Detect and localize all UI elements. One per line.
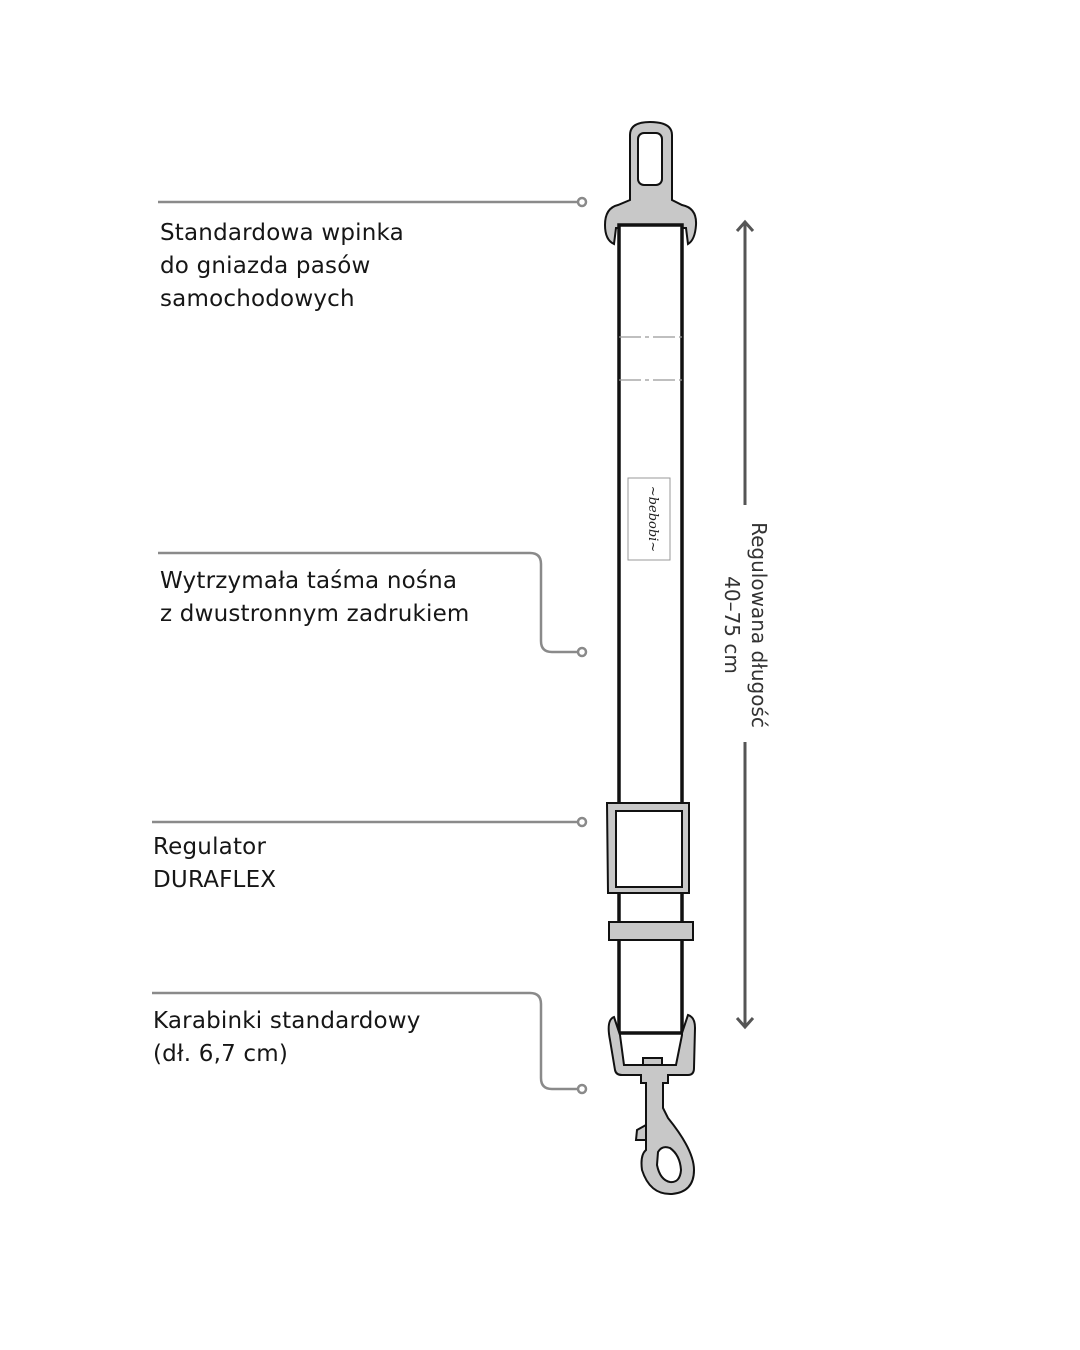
- carabiner: [607, 1013, 697, 1196]
- dimension-arrow: [735, 219, 755, 1030]
- callout-line-carabiner: [152, 991, 578, 1091]
- callout-regulator-label: Regulator DURAFLEX: [153, 831, 276, 897]
- callout-text: (dł. 6,7 cm): [153, 1041, 289, 1067]
- callout-line-strap: [158, 551, 578, 654]
- callout-text: Standardowa wpinka: [160, 220, 404, 246]
- callout-text: samochodowych: [160, 286, 355, 312]
- callout-lines: [152, 196, 588, 1095]
- callout-strap-label: Wytrzymała taśma nośna z dwustronnym zad…: [160, 565, 470, 631]
- brand-logo-tag: [627, 477, 671, 561]
- callout-text: DURAFLEX: [153, 867, 277, 893]
- callout-text: do gniazda pasów: [160, 253, 371, 279]
- callout-text: Karabinki standardowy: [153, 1008, 421, 1034]
- callout-carabiner-label: Karabinki standardowy (dł. 6,7 cm): [153, 1005, 421, 1071]
- duraflex-regulator: [605, 802, 694, 941]
- callout-text: Wytrzymała taśma nośna: [160, 568, 458, 594]
- callout-text: Regulator: [153, 834, 267, 860]
- dimension-title: Regulowana długość: [747, 522, 771, 728]
- dimension-range: 40–75 cm: [720, 576, 744, 674]
- brand-logo-icon: ~bebobi~: [645, 486, 660, 552]
- strap: ~bebobi~: [617, 223, 684, 1035]
- callout-text: z dwustronnym zadrukiem: [160, 601, 470, 627]
- seatbelt-buckle: [603, 120, 698, 246]
- callout-buckle-label: Standardowa wpinka do gniazda pasów samo…: [160, 217, 404, 316]
- length-dimension-label: Regulowana długość 40–75 cm: [718, 522, 772, 728]
